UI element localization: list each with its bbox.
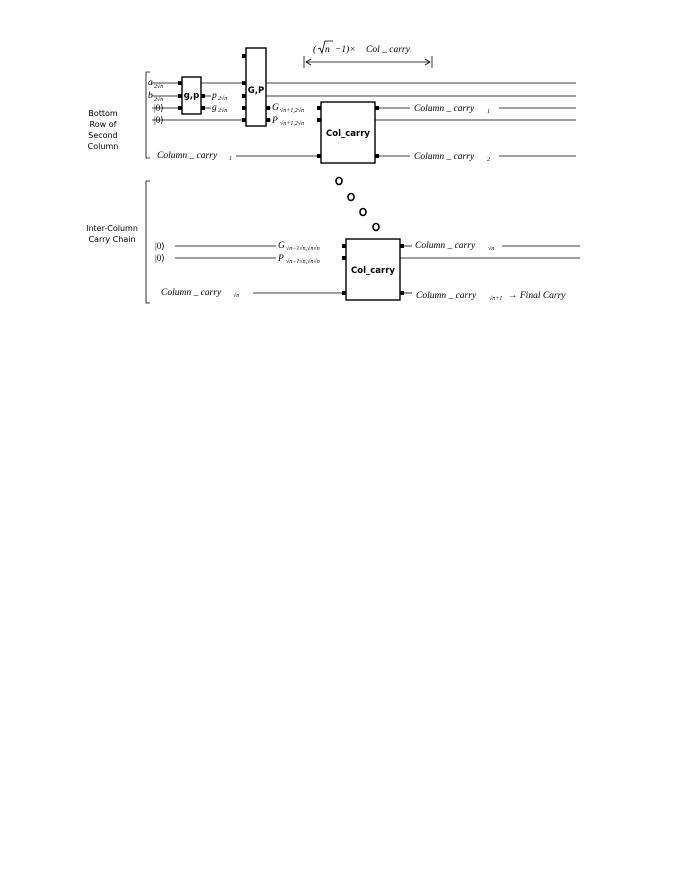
port bbox=[342, 256, 346, 260]
port bbox=[266, 106, 270, 110]
gp-outputs: p 2√n g 2√n bbox=[211, 90, 243, 114]
col-carry-top-gate: Col_carry bbox=[317, 101, 379, 164]
bottom-input-P: P bbox=[277, 254, 284, 264]
port bbox=[178, 81, 182, 85]
input-a: a bbox=[148, 78, 153, 88]
column-carry-input: Column _ carry bbox=[157, 151, 218, 161]
gp-small-gate: g,p bbox=[178, 76, 205, 115]
port bbox=[201, 106, 205, 110]
span-arrow-right-head bbox=[424, 58, 431, 66]
input-ket-0: |0⟩ bbox=[154, 103, 164, 113]
port bbox=[375, 106, 379, 110]
bottom-carry-output-2-sub: √n+1 bbox=[489, 295, 502, 302]
port bbox=[342, 291, 346, 295]
side-label-line: Second bbox=[88, 131, 117, 140]
dot bbox=[347, 192, 355, 202]
output-g-sub: 2√n bbox=[218, 107, 227, 114]
output-P-sub: √n+1,2√n bbox=[280, 120, 304, 127]
gp-large-box bbox=[245, 47, 267, 127]
span-arrow-left-head bbox=[305, 58, 312, 66]
output-G-sub: √n+1,2√n bbox=[280, 107, 304, 114]
port bbox=[201, 94, 205, 98]
output-G: G bbox=[272, 103, 279, 113]
bottom-input-P-sub: √n−1√n,√n√n bbox=[286, 258, 320, 265]
port bbox=[317, 154, 321, 158]
column-carry-output-2-sub: 2 bbox=[487, 157, 490, 163]
gp-large-gate: G,P bbox=[242, 47, 270, 127]
column-carry-output-1: Column _ carry bbox=[414, 104, 475, 114]
bottom-carry-output-1-sub: √n bbox=[488, 245, 494, 252]
top-span-annotation: ( n −1)× Col _ carry bbox=[303, 40, 433, 68]
bottom-input-G-sub: √n−1√n,√n√n bbox=[286, 245, 320, 252]
side-label-line: Column bbox=[88, 142, 119, 151]
input-b-sub: 2√n bbox=[154, 96, 163, 103]
sqrt-n: n bbox=[325, 45, 330, 55]
sqrt-symbol bbox=[317, 40, 333, 55]
port bbox=[242, 94, 246, 98]
port bbox=[317, 118, 321, 122]
port bbox=[178, 106, 182, 110]
port bbox=[400, 244, 404, 248]
inter-column-bracket bbox=[145, 180, 150, 304]
bottom-carry-output-1: Column _ carry bbox=[415, 241, 476, 251]
input-ket-1: |0⟩ bbox=[154, 115, 164, 125]
GP-outputs: G √n+1,2√n P √n+1,2√n bbox=[271, 102, 317, 127]
bottom-carry-input: Column _ carry bbox=[161, 288, 222, 298]
bottom-ket-1: |0⟩ bbox=[155, 253, 165, 263]
col-carry-bottom-gate: Col_carry bbox=[342, 238, 404, 301]
input-a-sub: 2√n bbox=[154, 83, 163, 90]
port bbox=[242, 54, 246, 58]
bottom-outputs: Column _ carry √n Column _ carry √n+1 → … bbox=[415, 241, 566, 302]
col-carry-bottom-box bbox=[345, 238, 401, 301]
output-p-sub: 2√n bbox=[218, 95, 227, 102]
input-b: b bbox=[148, 91, 153, 101]
port bbox=[178, 94, 182, 98]
port bbox=[242, 106, 246, 110]
column-carry-output-1-sub: 1 bbox=[487, 109, 490, 115]
bottom-row-bracket bbox=[145, 71, 150, 159]
dot bbox=[335, 176, 343, 186]
output-g: g bbox=[212, 103, 217, 113]
bottom-input-G: G bbox=[278, 241, 285, 251]
bottom-carry-output-2: Column _ carry bbox=[416, 291, 477, 301]
col-carry-top-io: Column _ carry 1 Column _ carry 1 Column… bbox=[157, 104, 490, 163]
bottom-inputs: |0⟩ |0⟩ G √n−1√n,√n√n P √n−1√n,√n√n Colu… bbox=[155, 240, 344, 299]
bottom-carry-input-sub: √n bbox=[233, 292, 239, 299]
port bbox=[400, 291, 404, 295]
port bbox=[317, 106, 321, 110]
times-text: −1)× bbox=[335, 44, 356, 55]
port bbox=[266, 118, 270, 122]
port bbox=[242, 81, 246, 85]
bottom-ket-0: |0⟩ bbox=[155, 241, 165, 251]
final-carry-label: → Final Carry bbox=[508, 291, 566, 301]
gp-small-label: g,p bbox=[184, 91, 199, 101]
inter-column-label: Inter-Column Carry Chain bbox=[86, 224, 138, 244]
col-carry-top-label: Col_carry bbox=[326, 129, 370, 139]
paren-open: ( bbox=[313, 44, 317, 55]
column-carry-output-2: Column _ carry bbox=[414, 152, 475, 162]
col-carry-word: Col _ carry bbox=[366, 45, 411, 55]
column-carry-input-sub: 1 bbox=[229, 156, 232, 162]
col-carry-bottom-label: Col_carry bbox=[351, 266, 395, 276]
dot bbox=[359, 207, 367, 217]
port bbox=[242, 118, 246, 122]
side-label-line: Row of bbox=[90, 120, 117, 129]
side-label-line: Bottom bbox=[88, 109, 118, 118]
continuation-dots bbox=[335, 176, 380, 232]
col-carry-top-box bbox=[320, 101, 376, 164]
side-label-line: Carry Chain bbox=[88, 235, 135, 244]
port bbox=[342, 244, 346, 248]
side-label-line: Inter-Column bbox=[86, 224, 138, 233]
gp-large-label: G,P bbox=[248, 86, 264, 96]
port bbox=[375, 154, 379, 158]
bottom-row-label: Bottom Row of Second Column bbox=[88, 109, 119, 151]
output-P: P bbox=[271, 116, 278, 126]
dot bbox=[372, 222, 380, 232]
top-inputs: a 2√n b 2√n |0⟩ |0⟩ bbox=[148, 78, 164, 125]
output-p: p bbox=[211, 91, 217, 101]
